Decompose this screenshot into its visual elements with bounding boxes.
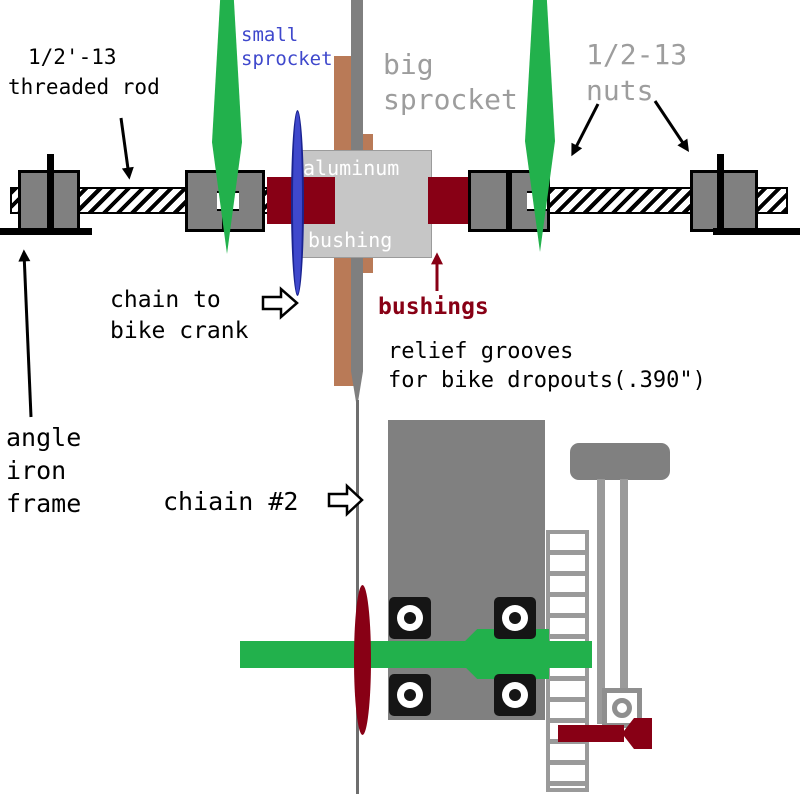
nut-right-end bbox=[690, 170, 758, 232]
bearing-ring bbox=[397, 682, 423, 708]
label-nuts-line2: nuts bbox=[586, 74, 654, 107]
label-relief-grooves-line2: for bike dropouts(.390") bbox=[388, 368, 706, 393]
nut-right-pair-a bbox=[468, 170, 509, 232]
label-big-sprocket-line1: big bbox=[383, 48, 434, 81]
label-threaded-rod-line1: 1/2'-13 bbox=[28, 45, 117, 69]
arrow-nuts-right bbox=[653, 100, 689, 152]
bearing-top-right bbox=[494, 597, 536, 639]
label-big-sprocket-line2: sprocket bbox=[383, 83, 518, 116]
label-aluminum: aluminum bbox=[303, 156, 400, 180]
label-bushing: bushing bbox=[308, 228, 393, 252]
label-threaded-rod-line2: threaded rod bbox=[8, 75, 160, 99]
label-chain2: chiain #2 bbox=[163, 487, 299, 516]
bearing-hole bbox=[404, 689, 416, 701]
label-chain-to-crank-line2: bike crank bbox=[110, 318, 249, 344]
label-nuts-line1: 1/2-13 bbox=[586, 38, 688, 71]
idler-bearing-ring bbox=[612, 698, 632, 718]
angle-iron-right-horizontal bbox=[713, 228, 800, 235]
bearing-hole bbox=[509, 689, 521, 701]
label-bushings: bushings bbox=[378, 294, 489, 320]
label-angle-iron-line2: iron bbox=[6, 456, 67, 485]
label-angle-iron-line1: angle bbox=[6, 423, 82, 452]
fork-head bbox=[570, 443, 670, 480]
arrow-angle-iron bbox=[18, 249, 33, 418]
bearing-ring bbox=[502, 605, 528, 631]
sprocket2 bbox=[354, 585, 371, 735]
bearing-hole bbox=[509, 612, 521, 624]
bearing-top-left bbox=[389, 597, 431, 639]
label-small-sprocket-line1: small bbox=[241, 24, 299, 46]
chain-to-crank-arrow-icon bbox=[261, 286, 299, 320]
angle-iron-left-horizontal bbox=[0, 228, 92, 235]
label-small-sprocket-line2: sprocket bbox=[241, 48, 333, 70]
small-sprocket bbox=[291, 110, 304, 296]
bearing-ring bbox=[397, 605, 423, 631]
label-relief-grooves-line1: relief grooves bbox=[388, 339, 574, 364]
arrow-threaded-rod bbox=[119, 117, 134, 180]
arrow-nuts-left bbox=[571, 103, 600, 157]
bearing-hole bbox=[404, 612, 416, 624]
tensioner-bar bbox=[558, 725, 624, 742]
angle-iron-left-vertical bbox=[47, 154, 54, 234]
bearing-bottom-right bbox=[494, 674, 536, 716]
fork-leg-right bbox=[620, 479, 628, 724]
label-angle-iron-line3: frame bbox=[6, 489, 82, 518]
bearing-bottom-left bbox=[389, 674, 431, 716]
label-chain-to-crank-line1: chain to bbox=[110, 287, 221, 313]
angle-iron-right-vertical bbox=[717, 154, 724, 234]
bushing-right bbox=[428, 177, 468, 224]
bearing-ring bbox=[502, 682, 528, 708]
fork-leg-left bbox=[597, 479, 605, 724]
